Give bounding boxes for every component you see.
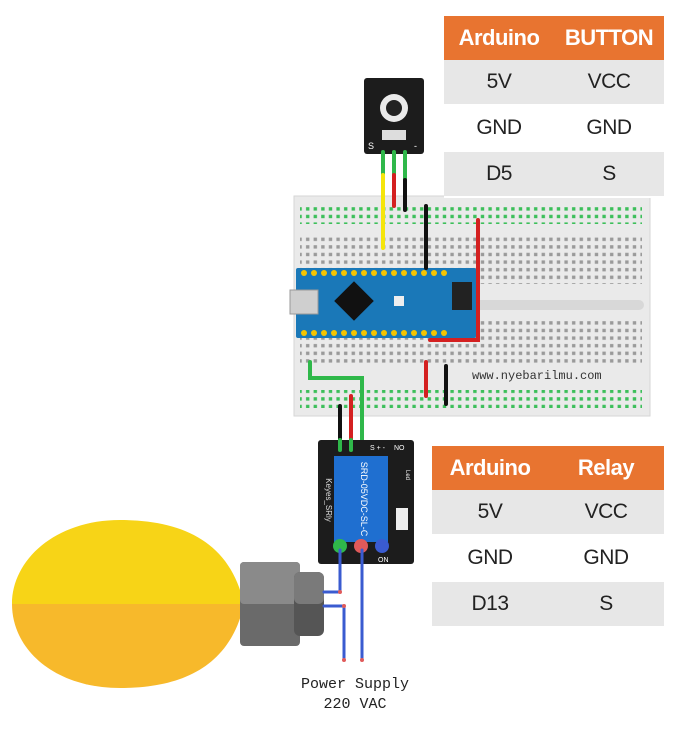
- table-cell: D5: [444, 151, 554, 198]
- table-header-button: BUTTON: [554, 16, 664, 60]
- table-row: 5V VCC: [444, 60, 664, 106]
- relay-pins-label: S + -: [370, 445, 386, 452]
- relay-model-label: SRD-05VDC-SL-C: [359, 462, 369, 537]
- light-bulb: [12, 520, 324, 688]
- table-header-relay: Relay: [548, 446, 664, 490]
- table-cell: VCC: [554, 60, 664, 106]
- table-row: D5 S: [444, 151, 664, 198]
- power-supply-line1: Power Supply: [300, 676, 410, 693]
- table-row: D13 S: [432, 581, 664, 628]
- wire-5v-rail: [428, 218, 480, 342]
- usb-port: [289, 289, 319, 315]
- table-cell: S: [554, 151, 664, 198]
- button-pin-minus-label: -: [414, 141, 417, 151]
- reset-button: [394, 296, 404, 306]
- relay-module: SRD-05VDC-SL-C Keyes_SRly S + - NO Led O…: [318, 440, 414, 564]
- relay-terminal-com: [333, 539, 347, 553]
- wire-relay-signal-d13: [308, 360, 364, 450]
- mcu-chip: [334, 281, 374, 321]
- breadboard: [293, 195, 651, 417]
- table-cell: GND: [554, 105, 664, 152]
- table-cell: GND: [444, 105, 554, 152]
- button-pin-s-label: S: [368, 141, 374, 151]
- table-header-arduino: Arduino: [432, 446, 548, 490]
- arduino-nano: [289, 268, 476, 338]
- table-cell: VCC: [548, 490, 664, 536]
- relay-led: [396, 508, 408, 530]
- button-wires: [381, 150, 407, 250]
- button-wiring-table: Arduino BUTTON 5V VCC GND GND D5 S: [444, 16, 664, 198]
- table-header-row: Arduino BUTTON: [444, 16, 664, 60]
- table-header-arduino: Arduino: [444, 16, 554, 60]
- relay-no-label: NO: [394, 445, 405, 452]
- top-power-rail: [300, 204, 642, 224]
- relay-led-label: Led: [404, 470, 410, 480]
- table-cell: D13: [432, 581, 548, 628]
- watermark-text: www.nyebarilmu.com: [472, 369, 602, 383]
- relay-brand-label: Keyes_SRly: [324, 478, 333, 522]
- bottom-power-rail: [300, 390, 642, 408]
- relay-terminal-nc: [375, 539, 389, 553]
- table-cell: 5V: [432, 490, 548, 536]
- table-cell: GND: [548, 535, 664, 582]
- table-row: GND GND: [432, 535, 664, 582]
- icsp-header: [452, 282, 472, 310]
- table-row: GND GND: [444, 105, 664, 152]
- push-button-module: S -: [364, 78, 424, 154]
- table-cell: GND: [432, 535, 548, 582]
- table-cell: S: [548, 581, 664, 628]
- table-header-row: Arduino Relay: [432, 446, 664, 490]
- power-supply-label: Power Supply 220 VAC: [290, 675, 420, 715]
- table-cell: 5V: [444, 60, 554, 106]
- relay-on-label: ON: [378, 557, 389, 564]
- table-row: 5V VCC: [432, 490, 664, 536]
- relay-wiring-table: Arduino Relay 5V VCC GND GND D13 S: [432, 446, 664, 628]
- relay-terminal-no: [354, 539, 368, 553]
- power-supply-line2: 220 VAC: [323, 696, 387, 713]
